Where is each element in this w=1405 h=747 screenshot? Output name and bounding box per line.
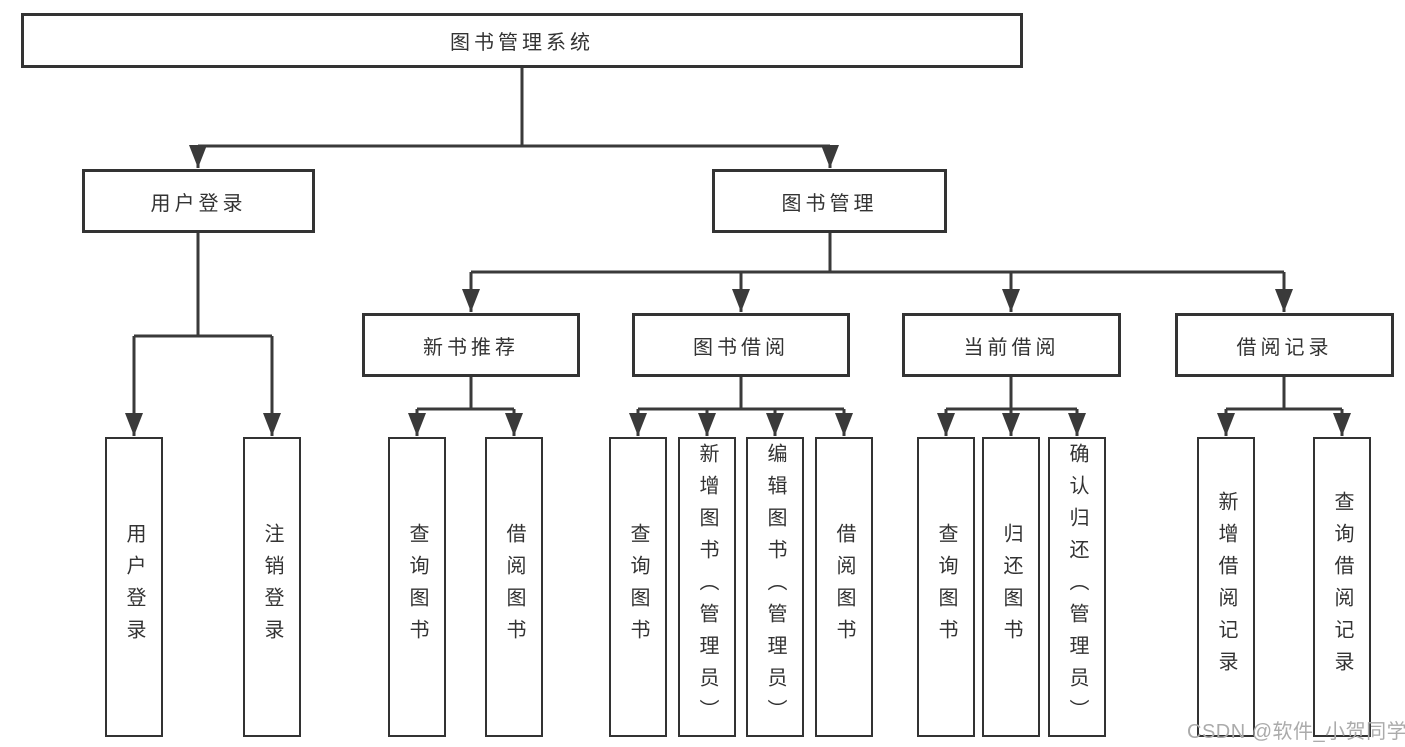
- node-new-book-recommendation: 新书推荐: [362, 313, 580, 377]
- trunk-user-login: [134, 233, 272, 338]
- leaf-edit-book-admin: 编辑图书（管理员）: [746, 437, 804, 737]
- leaf-logout: 注销登录: [243, 437, 301, 737]
- node-label: 借阅图书: [833, 523, 855, 651]
- node-label: 图书管理系统: [450, 32, 594, 54]
- leaf-query-book-borrowing: 查询图书: [609, 437, 667, 737]
- node-label: 当前借阅: [963, 336, 1060, 359]
- leaf-confirm-return-admin: 确认归还（管理员）: [1048, 437, 1106, 737]
- node-label: 图书管理: [781, 192, 878, 215]
- leaf-borrow-book: 借阅图书: [815, 437, 873, 737]
- leaf-add-book-admin: 新增图书（管理员）: [678, 437, 736, 737]
- node-label: 归还图书: [1000, 523, 1022, 651]
- node-library-management-system: 图书管理系统: [21, 13, 1023, 68]
- node-label: 注销登录: [261, 523, 283, 651]
- leaf-query-borrow-record: 查询借阅记录: [1313, 437, 1371, 737]
- trunk-book-management: [471, 233, 1284, 274]
- node-label: 用户登录: [150, 192, 247, 215]
- node-current-borrowing: 当前借阅: [902, 313, 1121, 377]
- node-label: 新书推荐: [423, 336, 519, 359]
- node-label: 新增图书（管理员）: [696, 443, 718, 731]
- node-label: 图书借阅: [693, 336, 789, 359]
- csdn-watermark: CSDN @软件_小贺同学: [1187, 721, 1405, 743]
- node-label: 借阅图书: [503, 523, 525, 651]
- node-label: 查询借阅记录: [1331, 491, 1353, 683]
- node-label: 用户登录: [123, 523, 145, 651]
- leaf-return-book: 归还图书: [982, 437, 1040, 737]
- leaf-query-book-recommend: 查询图书: [388, 437, 446, 737]
- trunk-new-book-recommendation: [417, 377, 514, 411]
- node-label: 查询图书: [935, 523, 957, 651]
- node-label: 编辑图书（管理员）: [764, 443, 786, 731]
- leaf-add-borrow-record: 新增借阅记录: [1197, 437, 1255, 737]
- node-book-management: 图书管理: [712, 169, 947, 233]
- trunk-root: [198, 68, 830, 148]
- trunk-book-borrowing: [638, 377, 844, 411]
- trunk-borrowing-records: [1226, 377, 1342, 411]
- node-label: 确认归还（管理员）: [1066, 443, 1088, 731]
- node-label: 借阅记录: [1236, 336, 1333, 359]
- leaf-user-login: 用户登录: [105, 437, 163, 737]
- trunk-current-borrowing: [946, 377, 1077, 411]
- node-borrowing-records: 借阅记录: [1175, 313, 1394, 377]
- node-label: 查询图书: [406, 523, 428, 651]
- node-label: 新增借阅记录: [1215, 491, 1237, 683]
- leaf-query-book-current: 查询图书: [917, 437, 975, 737]
- leaf-borrow-book-recommend: 借阅图书: [485, 437, 543, 737]
- node-book-borrowing: 图书借阅: [632, 313, 850, 377]
- node-label: 查询图书: [627, 523, 649, 651]
- node-user-login: 用户登录: [82, 169, 315, 233]
